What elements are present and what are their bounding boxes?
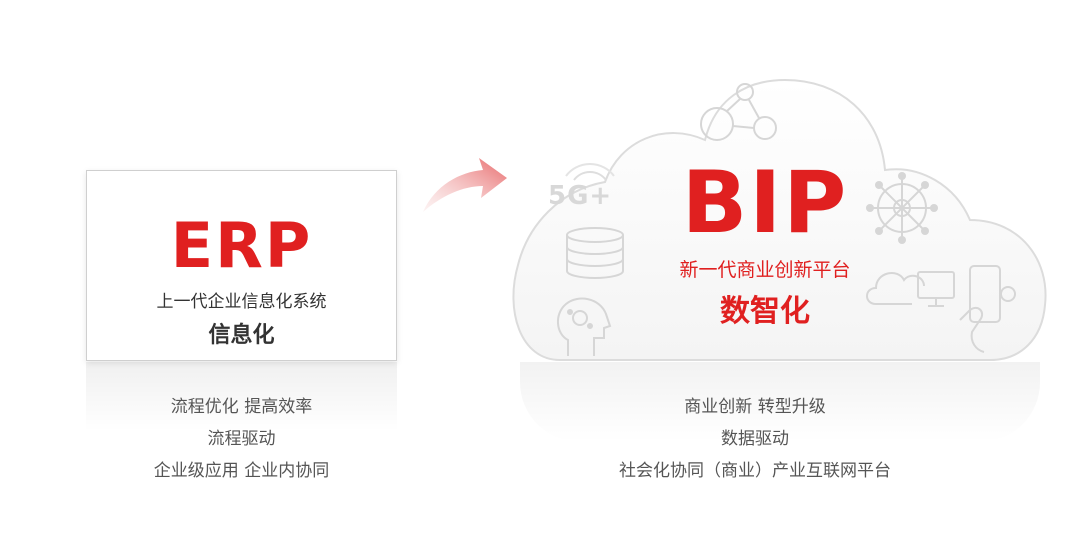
cloud-monitor-icon bbox=[866, 271, 955, 307]
database-icon bbox=[566, 227, 624, 279]
erp-reflection bbox=[86, 362, 397, 432]
bip-subtitle: 新一代商业创新平台 bbox=[679, 259, 851, 281]
bip-tagline: 数智化 bbox=[720, 294, 810, 329]
hub-sphere-icon bbox=[866, 172, 938, 244]
erp-title: ERP bbox=[170, 209, 313, 282]
erp-tagline: 信息化 bbox=[208, 323, 275, 348]
network-nodes-icon bbox=[700, 83, 777, 141]
mobile-hand-icon bbox=[959, 265, 1016, 353]
bip-title: BIP bbox=[681, 153, 849, 253]
erp-subtitle: 上一代企业信息化系统 bbox=[156, 292, 327, 312]
erp-features: 流程优化 提高效率 流程驱动 企业级应用 企业内协同 bbox=[86, 391, 397, 487]
head-ai-icon bbox=[557, 297, 612, 356]
erp-feature-2: 流程驱动 bbox=[207, 429, 276, 449]
bip-features: 商业创新 转型升级 数据驱动 社会化协同（商业）产业互联网平台 bbox=[560, 391, 950, 487]
cloud-shape bbox=[512, 78, 1047, 361]
erp-box: ERP 上一代企业信息化系统 信息化 bbox=[86, 170, 397, 361]
bip-feature-3: 社会化协同（商业）产业互联网平台 bbox=[619, 461, 891, 481]
erp-feature-1: 流程优化 提高效率 bbox=[170, 397, 313, 417]
bip-feature-1: 商业创新 转型升级 bbox=[684, 397, 826, 417]
5g-label: 5G+ bbox=[548, 181, 613, 211]
erp-feature-3: 企业级应用 企业内协同 bbox=[153, 461, 330, 481]
cloud-reflection bbox=[520, 362, 1040, 442]
arrow-icon bbox=[423, 158, 507, 212]
wifi-signal-icon bbox=[565, 163, 615, 181]
bip-feature-2: 数据驱动 bbox=[721, 429, 789, 449]
